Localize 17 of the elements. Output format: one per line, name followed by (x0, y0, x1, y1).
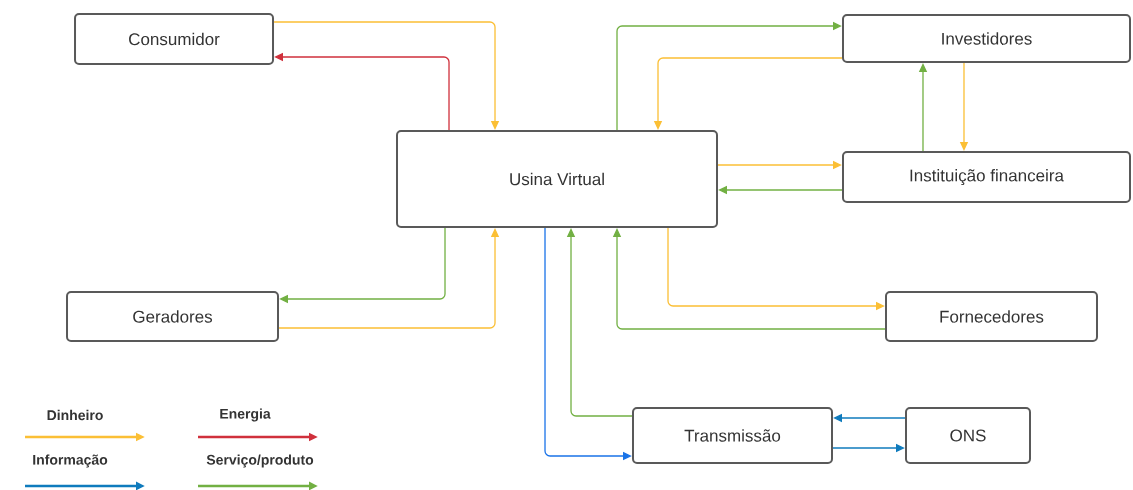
process-box: Transmissão (632, 407, 833, 464)
legend-label: Dinheiro (47, 409, 103, 421)
process-box: Usina Virtual (396, 130, 718, 228)
legend-label: Informação (33, 454, 108, 468)
arrow (612, 228, 886, 330)
process-box: Consumidor (74, 13, 274, 65)
arrow (566, 228, 633, 417)
arrow (279, 227, 446, 304)
legend-label: Serviço/produto (206, 454, 314, 468)
process-box: Investidores (842, 14, 1131, 63)
arrow (616, 21, 842, 131)
legend-label: Energia (220, 408, 271, 422)
process-box: Instituição financeira (842, 151, 1131, 203)
process-box: Geradores (66, 291, 279, 342)
process-box: ONS (905, 407, 1031, 464)
process-box: Fornecedores (885, 291, 1098, 342)
arrow (273, 21, 500, 130)
